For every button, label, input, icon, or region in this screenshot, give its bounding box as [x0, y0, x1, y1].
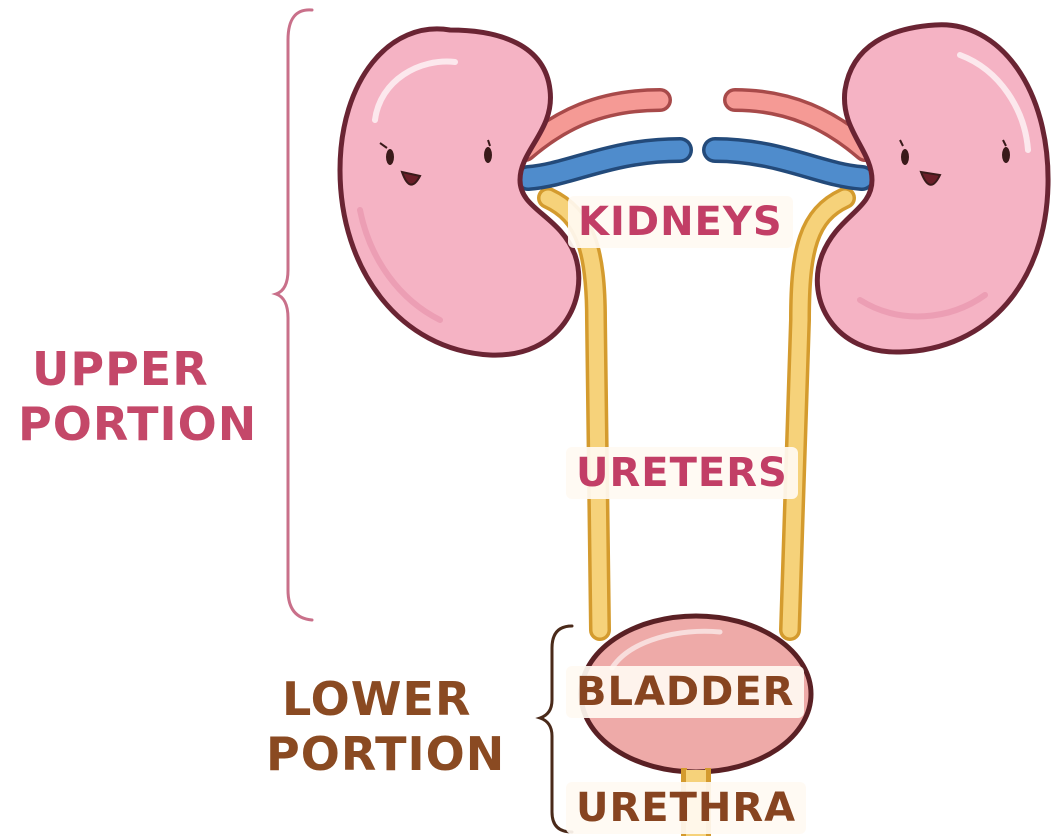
ureters-label: URETERS: [566, 447, 798, 499]
upper-portion-line2: PORTION: [18, 397, 257, 452]
lower-portion-label: LOWER PORTION: [266, 672, 505, 782]
lower-portion-line2: PORTION: [266, 727, 505, 782]
upper-portion-label: UPPER PORTION: [18, 342, 257, 452]
bladder-label: BLADDER: [566, 666, 804, 718]
urethra-label: URETHRA: [566, 782, 806, 834]
lower-portion-line1: LOWER: [266, 672, 505, 727]
right-kidney-eye-right: [1002, 147, 1010, 163]
left-kidney-eye-right: [484, 147, 492, 163]
upper-portion-bracket: [276, 10, 312, 620]
right-kidney-eye-left: [901, 149, 909, 165]
kidneys-label: KIDNEYS: [568, 196, 793, 248]
upper-portion-line1: UPPER: [18, 342, 257, 397]
left-kidney-eye-left: [386, 149, 394, 165]
